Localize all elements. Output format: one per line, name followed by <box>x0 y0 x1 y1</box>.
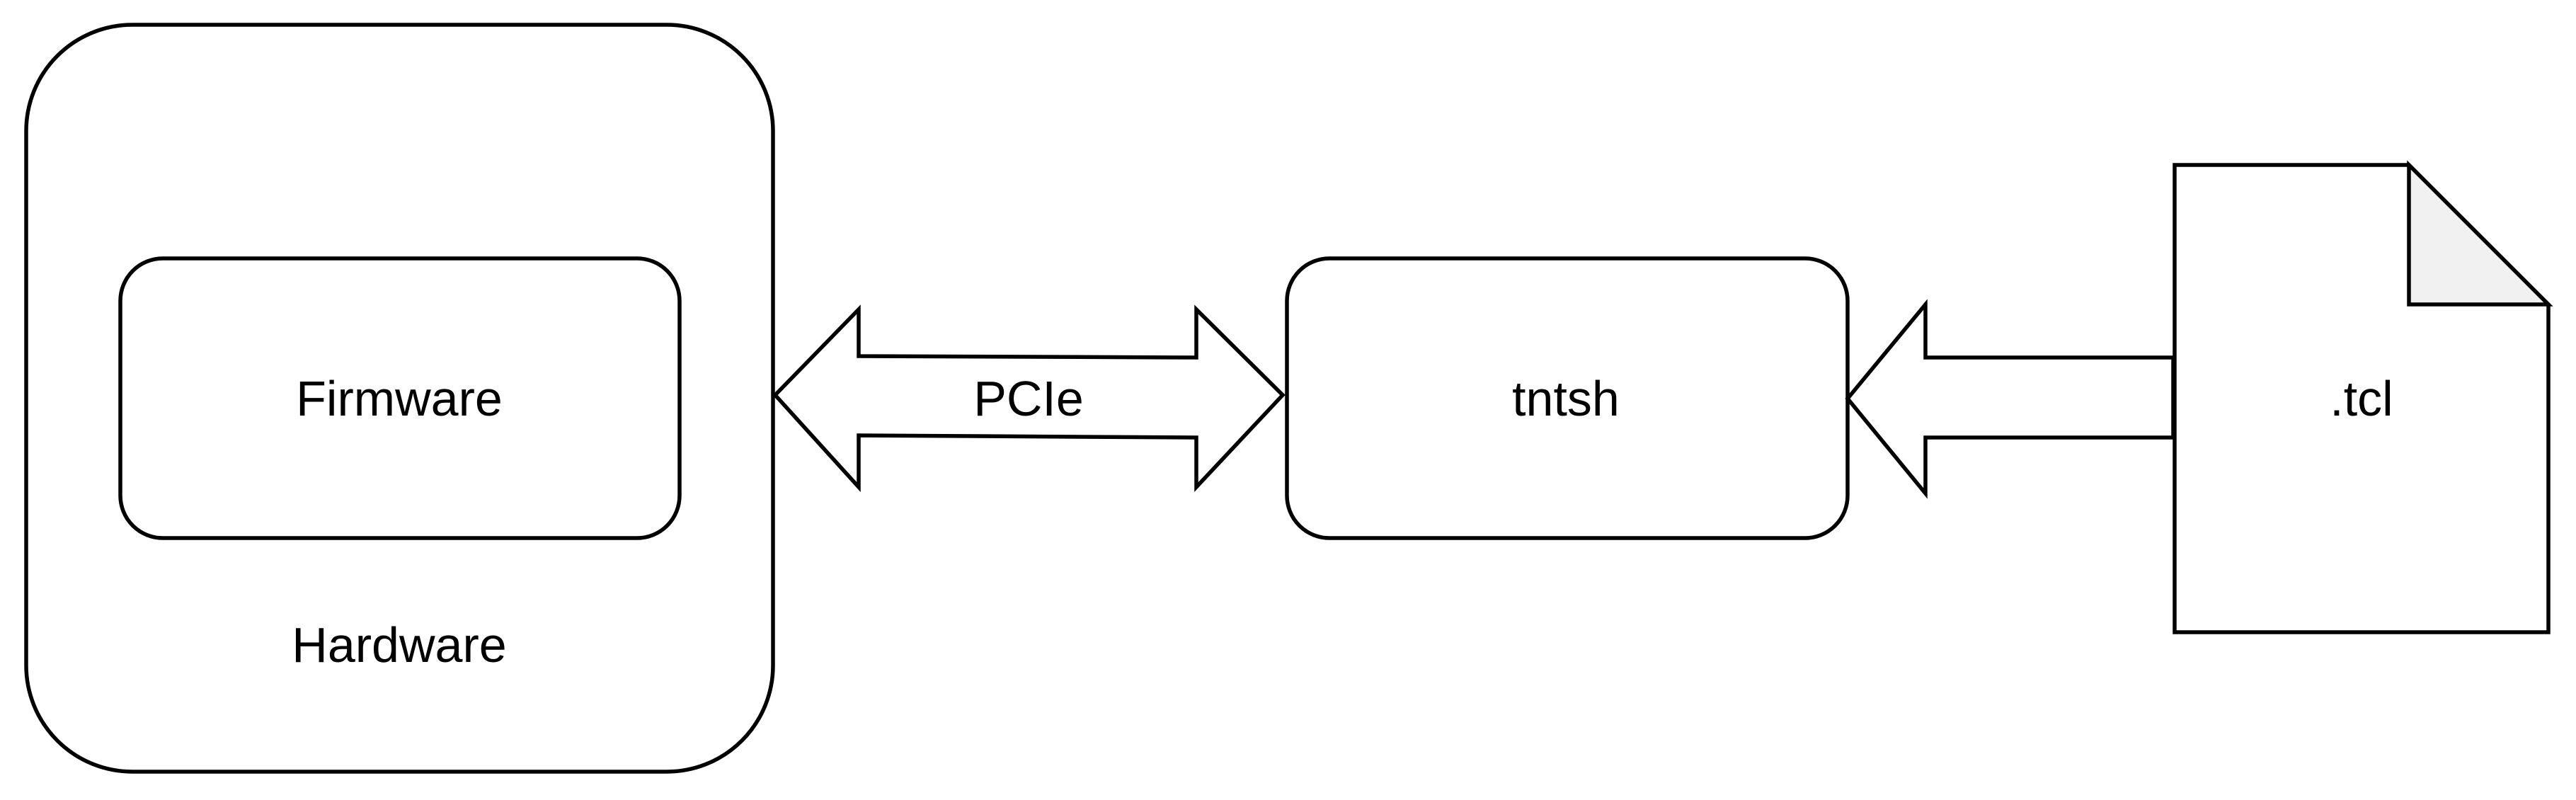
firmware-label: Firmware <box>296 371 503 426</box>
tcl-input-arrow <box>1845 299 2175 499</box>
pcie-connector: PCIe <box>772 304 1286 493</box>
tcl-file-node[interactable]: .tcl <box>2173 160 2553 634</box>
tntsh-label: tntsh <box>1512 371 1620 426</box>
firmware-box <box>118 256 682 540</box>
tntsh-node[interactable]: tntsh <box>1285 256 1850 540</box>
pcie-label: PCIe <box>973 371 1084 426</box>
tcl-to-tntsh-connector <box>1845 299 2175 499</box>
tcl-file-label: .tcl <box>2330 371 2393 426</box>
hardware-label: Hardware <box>292 617 506 673</box>
pcie-double-arrow <box>772 304 1286 493</box>
firmware-node[interactable]: Firmware <box>118 256 682 540</box>
tcl-file-corner-fold <box>2407 160 2553 307</box>
